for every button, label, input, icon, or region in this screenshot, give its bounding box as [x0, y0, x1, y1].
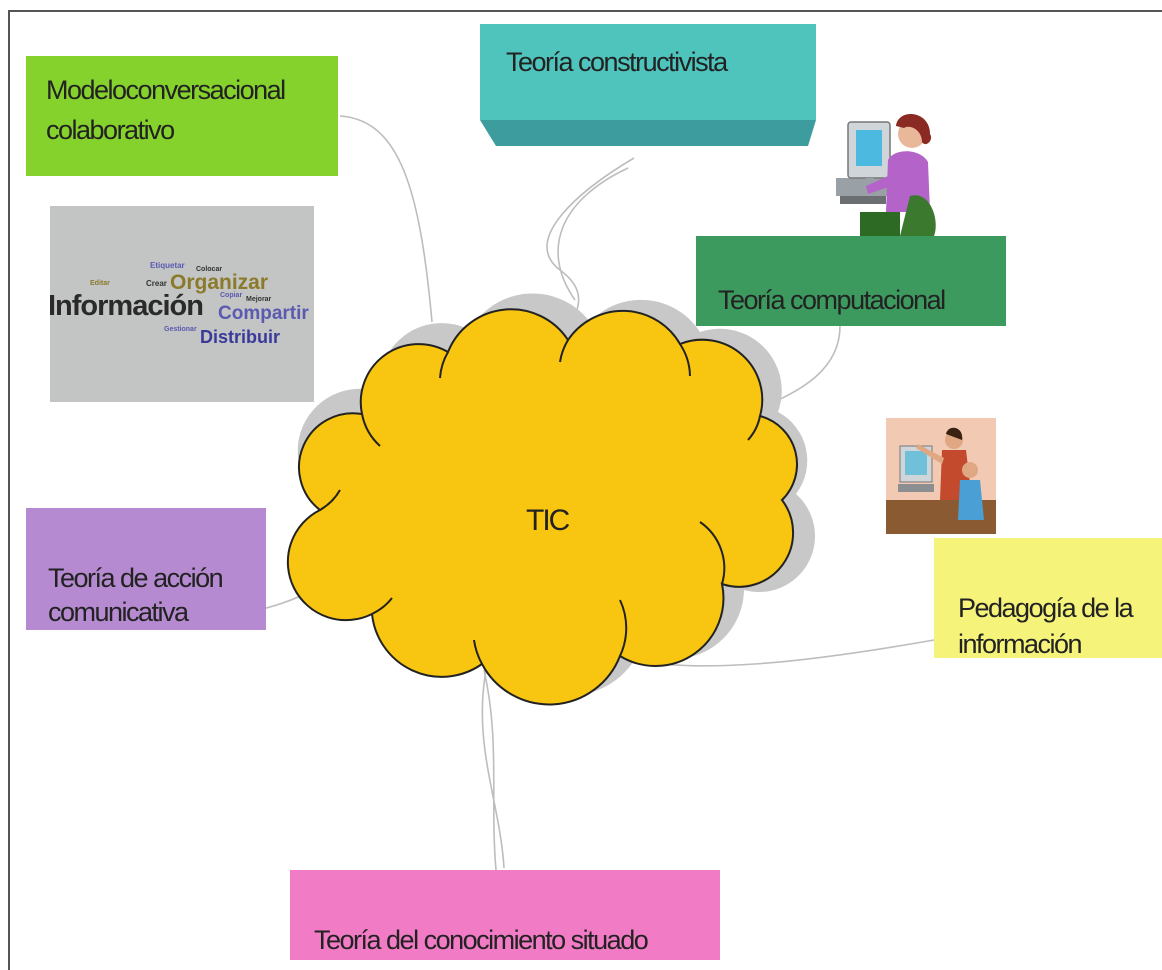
- node-pedagogia-line-2: información: [958, 629, 1083, 659]
- word-colocar: Colocar: [196, 266, 223, 273]
- node-modelo-conversacional: Modeloconversacional colaborativo: [26, 56, 338, 176]
- node-constructivista-line-1: Teoría constructivista: [506, 47, 728, 77]
- node-computacional-line-1: Teoría computacional: [718, 285, 946, 315]
- connector-modelo: [339, 115, 433, 323]
- word-editar: Editar: [90, 280, 110, 287]
- teacher-student-computer-icon: [886, 418, 996, 534]
- constructivista-box-bevel: [480, 120, 816, 146]
- node-teoria-accion-comunicativa: Teoría de acción comunicativa: [26, 508, 266, 630]
- node-situado-line-1: Teoría del conocimiento situado: [314, 925, 649, 955]
- word-informacion: Información: [50, 290, 204, 322]
- node-pedagogia-line-1: Pedagogía de la: [958, 593, 1134, 623]
- word-cloud-image: Etiquetar Colocar Editar Crear Organizar…: [50, 206, 314, 402]
- word-mejorar: Mejorar: [246, 296, 272, 303]
- word-copiar: Copiar: [220, 292, 243, 299]
- node-modelo-line-1: Modeloconversacional: [46, 75, 286, 105]
- word-crear: Crear: [146, 279, 167, 288]
- center-label-tic: TIC: [526, 504, 570, 537]
- word-gestionar: Gestionar: [164, 326, 197, 333]
- node-pedagogia-informacion: Pedagogía de la información: [934, 538, 1162, 659]
- word-distribuir: Distribuir: [200, 327, 281, 347]
- cloud-inner-arcs: [319, 339, 761, 665]
- connector-situado: [481, 659, 505, 871]
- word-organizar: Organizar: [170, 271, 269, 294]
- node-accion-line-1: Teoría de acción: [48, 563, 224, 593]
- node-modelo-line-2: colaborativo: [46, 115, 175, 145]
- node-teoria-conocimiento-situado: Teoría del conocimiento situado: [290, 870, 720, 960]
- node-teoria-computacional: Teoría computacional: [696, 236, 1006, 326]
- woman-at-computer-icon: [836, 114, 936, 236]
- node-teoria-constructivista: Teoría constructivista: [480, 24, 816, 120]
- word-compartir: Compartir: [218, 303, 309, 324]
- word-etiquetar: Etiquetar: [150, 261, 185, 270]
- diagram-frame: [8, 10, 1162, 970]
- node-accion-line-2: comunicativa: [48, 597, 189, 627]
- tic-cloud: [286, 308, 798, 706]
